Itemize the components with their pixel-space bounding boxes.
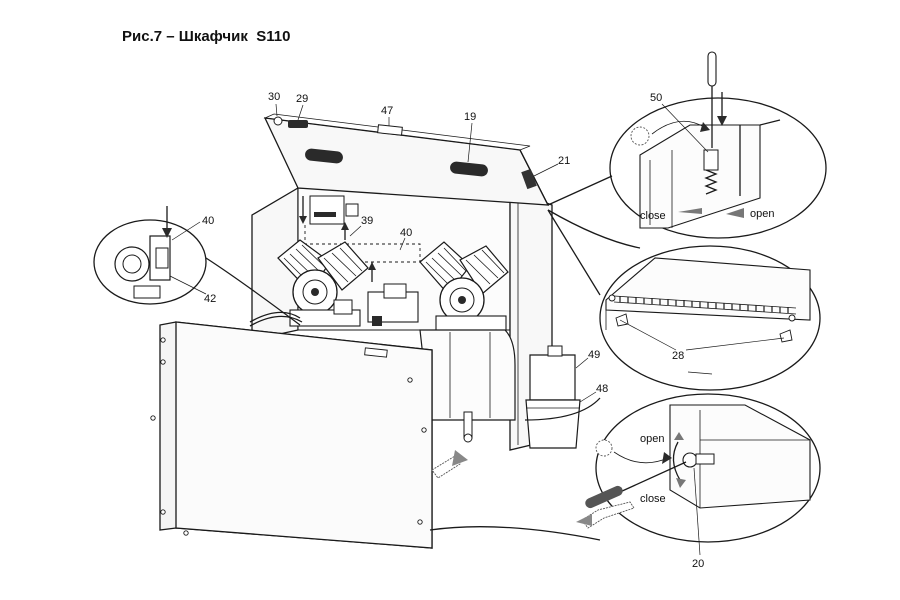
lid-hinge — [521, 168, 537, 190]
callout-30: 30 — [268, 91, 280, 103]
lid-vent-right — [450, 161, 488, 177]
callout-29: 29 — [296, 93, 308, 105]
container-holder — [525, 399, 581, 449]
leader-lines — [169, 103, 785, 556]
lid-handle — [377, 124, 403, 136]
detail-labels: close open open close — [640, 208, 774, 505]
air-tank — [419, 329, 516, 421]
screwdriver-top — [707, 51, 717, 87]
detail-top-right-latch — [547, 51, 827, 249]
control-box — [309, 195, 345, 225]
figure-title: Рис.7 – Шкафчик S110 — [122, 28, 291, 45]
lid-lock — [288, 120, 308, 128]
condensate-container — [525, 345, 581, 449]
callout-numbers: 30 29 47 19 21 40 39 40 42 50 28 49 48 2… — [202, 91, 704, 570]
detail-bottom-right-latch — [429, 393, 821, 543]
detail-left-valve — [93, 206, 301, 326]
switch-box — [345, 203, 359, 217]
callout-42: 42 — [204, 293, 216, 305]
compressor-right — [419, 241, 509, 333]
detail-middle-right-strip — [547, 209, 821, 391]
lid-lock-screw — [273, 116, 283, 126]
label-top-open: open — [750, 208, 774, 220]
callout-20: 20 — [692, 558, 704, 570]
callout-48: 48 — [596, 383, 608, 395]
callout-40-left: 40 — [202, 215, 214, 227]
callout-39: 39 — [361, 215, 373, 227]
callout-28: 28 — [672, 350, 684, 362]
callout-49: 49 — [588, 349, 600, 361]
label-bottom-close: close — [640, 493, 666, 505]
label-top-close: close — [640, 210, 666, 222]
callout-50: 50 — [650, 92, 662, 104]
cabinet-body — [150, 113, 581, 549]
lid-vent-left — [305, 148, 343, 164]
callout-40-center: 40 — [400, 227, 412, 239]
callout-21: 21 — [558, 155, 570, 167]
front-panel — [150, 321, 433, 549]
callout-19: 19 — [464, 111, 476, 123]
compressor-left — [277, 239, 369, 327]
screwdriver-bottom — [585, 485, 623, 509]
callout-47: 47 — [381, 105, 393, 117]
label-bottom-open: open — [640, 433, 664, 445]
